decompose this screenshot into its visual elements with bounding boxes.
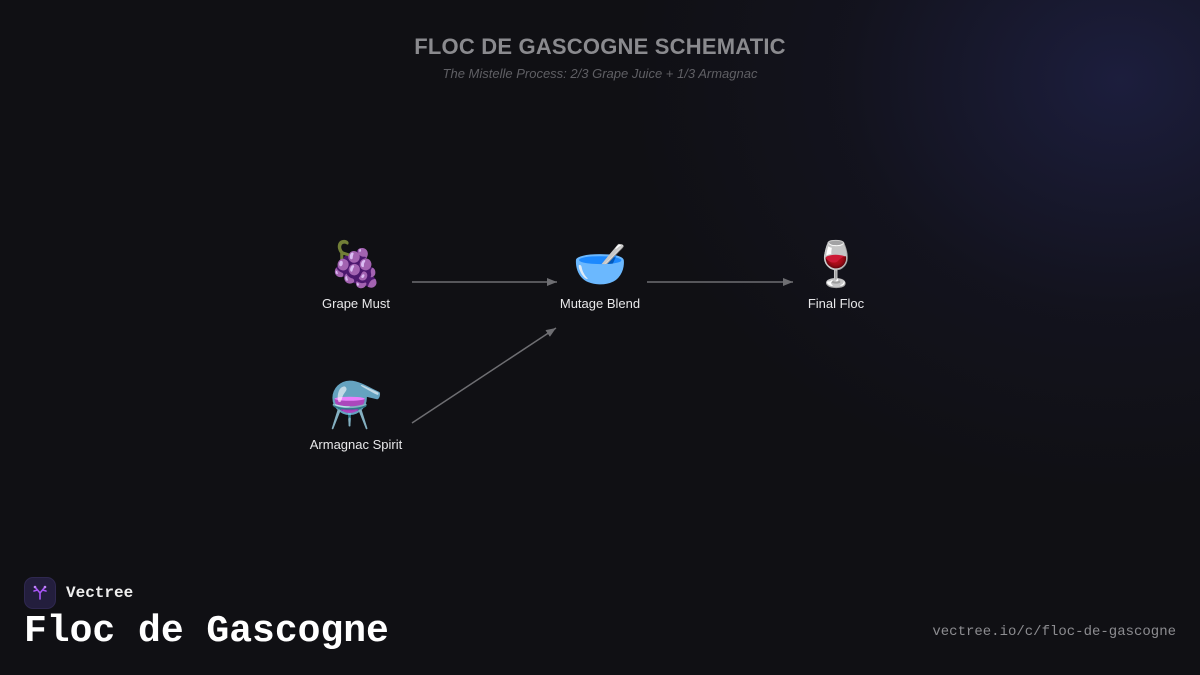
alembic-icon: ⚗️ bbox=[328, 380, 384, 431]
node-label-grape-must: Grape Must bbox=[322, 296, 390, 311]
node-armagnac-spirit: ⚗️ Armagnac Spirit bbox=[286, 380, 426, 453]
node-label-mutage-blend: Mutage Blend bbox=[559, 296, 641, 311]
diagram-header: FLOC DE GASCOGNE SCHEMATIC The Mistelle … bbox=[0, 34, 1200, 81]
node-grape-must: 🍇 Grape Must bbox=[286, 239, 426, 312]
grapes-icon: 🍇 bbox=[328, 239, 384, 290]
node-mutage-blend: 🥣 Mutage Blend bbox=[530, 239, 670, 312]
diagram-subtitle: The Mistelle Process: 2/3 Grape Juice + … bbox=[442, 66, 758, 81]
node-label-armagnac-spirit: Armagnac Spirit bbox=[309, 437, 403, 452]
mixing-bowl-icon: 🥣 bbox=[572, 239, 628, 290]
brand-name: Vectree bbox=[66, 584, 134, 602]
node-label-final-floc: Final Floc bbox=[807, 296, 865, 311]
edge-armagnac-spirit-to-mutage-blend bbox=[411, 327, 557, 424]
wine-glass-icon: 🍷 bbox=[808, 239, 864, 290]
diagram-title: FLOC DE GASCOGNE SCHEMATIC bbox=[414, 34, 786, 59]
brand: Vectree bbox=[24, 577, 133, 609]
page-title: Floc de Gascogne bbox=[24, 610, 389, 653]
vectree-logo-icon bbox=[24, 577, 56, 609]
node-final-floc: 🍷 Final Floc bbox=[766, 239, 906, 312]
page-url[interactable]: vectree.io/c/floc-de-gascogne bbox=[932, 624, 1176, 640]
tree-branch-icon bbox=[33, 585, 47, 600]
